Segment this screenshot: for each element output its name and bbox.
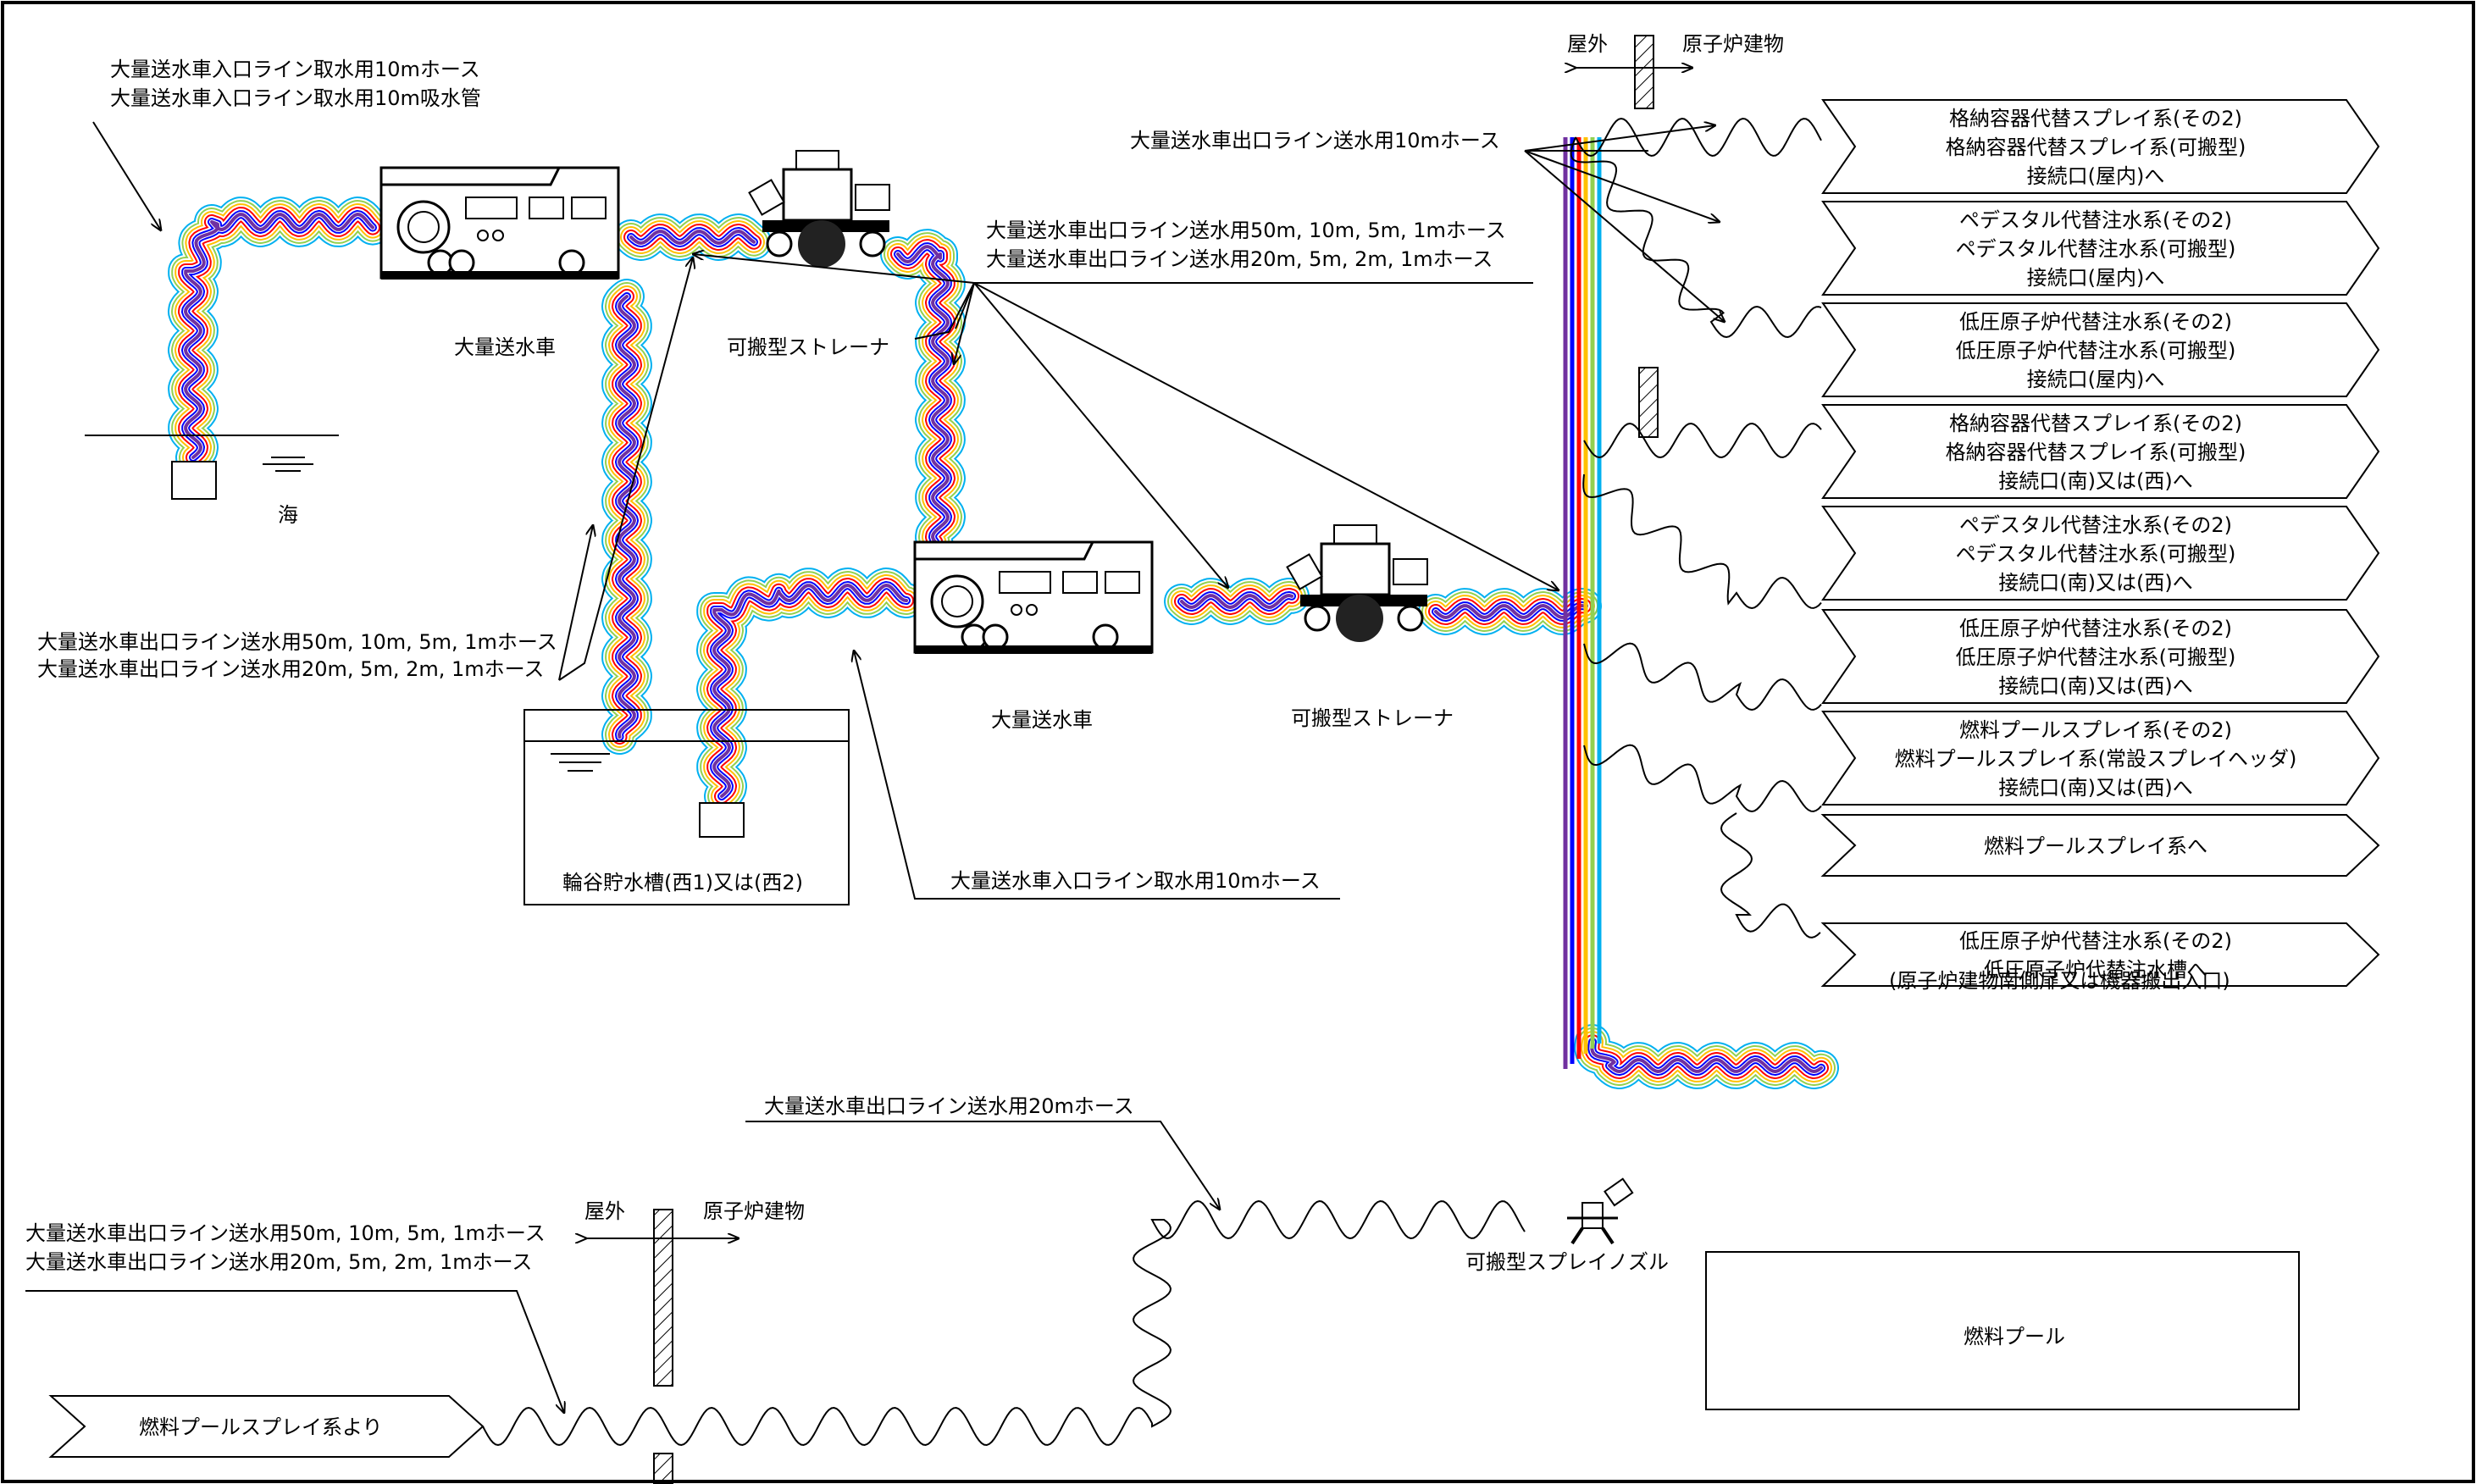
hose-header-to-tank-dest bbox=[1574, 1024, 1839, 1089]
label-outlet-10m: 大量送水車出口ライン送水用10mホース bbox=[1130, 129, 1500, 152]
label-truck-1: 大量送水車 bbox=[454, 335, 556, 359]
destination-4: 格納容器代替スプレイ系(その2) 格納容器代替スプレイ系(可搬型) 接続口(南)又は… bbox=[1821, 404, 2380, 499]
hose-tank-to-truck2 bbox=[696, 568, 924, 814]
label-fuel-pool: 燃料プール bbox=[1964, 1325, 2065, 1348]
destination-line: 接続口(屋内)へ bbox=[2027, 368, 2165, 391]
hose-sea-to-truck1 bbox=[168, 197, 391, 475]
label-outlet-left-2: 大量送水車出口ライン送水用20m, 5m, 2m, 1mホース bbox=[37, 657, 544, 681]
label-outlet-20m: 大量送水車出口ライン送水用20mホース bbox=[764, 1094, 1134, 1118]
destination-line: 接続口(南)又は(西)へ bbox=[1998, 571, 2192, 595]
source-arrow-box bbox=[48, 1395, 485, 1458]
label-outlet-mid-2: 大量送水車出口ライン送水用20m, 5m, 2m, 1mホース bbox=[986, 247, 1493, 271]
label-outdoor-top: 屋外 bbox=[1567, 32, 1608, 56]
sea-intake-box bbox=[171, 461, 217, 500]
wavy-to-dest-4 bbox=[1583, 422, 1822, 459]
labels: 大量送水車入口ライン取水用10mホース 大量送水車入口ライン取水用10m吸水管 … bbox=[25, 32, 2230, 1439]
hose-strainer1-to-truck2 bbox=[880, 229, 966, 560]
destination-line: 燃料プールスプレイ系へ bbox=[1984, 834, 2207, 858]
boundary-bottom bbox=[586, 1209, 739, 1484]
destination-line: ペデスタル代替注水系(可搬型) bbox=[1956, 542, 2236, 566]
destination-line: 格納容器代替スプレイ系(その2) bbox=[1949, 412, 2242, 435]
label-truck-2: 大量送水車 bbox=[991, 708, 1093, 732]
label-intake-tank: 大量送水車入口ライン取水用10mホース bbox=[950, 869, 1321, 893]
wavy-fuel-pool-line bbox=[482, 1199, 1526, 1447]
destination-line: 接続口(屋内)へ bbox=[2027, 164, 2165, 188]
destination-line: 燃料プールスプレイ系(常設スプレイヘッダ) bbox=[1895, 747, 2297, 771]
label-reactor-bldg-top: 原子炉建物 bbox=[1682, 32, 1784, 56]
sea-surface bbox=[85, 435, 339, 500]
destination-line: 接続口(南)又は(西)へ bbox=[1998, 674, 2192, 698]
label-intake-sea-2: 大量送水車入口ライン取水用10m吸水管 bbox=[110, 86, 481, 110]
label-tank: 輪谷貯水槽(西1)又は(西2) bbox=[562, 871, 803, 894]
destination-3: 低圧原子炉代替注水系(その2) 低圧原子炉代替注水系(可搬型) 接続口(屋内)へ bbox=[1821, 302, 2380, 397]
destination-line: 低圧原子炉代替注水系(可搬型) bbox=[1956, 645, 2236, 669]
fuel-pool-box bbox=[1705, 1251, 2300, 1410]
header-manifold bbox=[1563, 137, 1602, 1069]
destination-1: 格納容器代替スプレイ系(その2) 格納容器代替スプレイ系(可搬型) 接続口(屋内)へ bbox=[1821, 99, 2380, 194]
hose-truck1-to-tank bbox=[601, 279, 652, 755]
destination-line: 格納容器代替スプレイ系(可搬型) bbox=[1946, 136, 2246, 159]
destination-9: 低圧原子炉代替注水系(その2) 低圧原子炉代替注水槽へ bbox=[1820, 922, 2380, 987]
label-door-note: (原子炉建物南側扉又は機器搬出入口) bbox=[1889, 969, 2230, 993]
label-sea: 海 bbox=[278, 503, 298, 527]
destination-line: 格納容器代替スプレイ系(その2) bbox=[1949, 107, 2242, 130]
hose-truck2-to-strainer2 bbox=[1164, 578, 1310, 625]
destination-line: 低圧原子炉代替注水系(可搬型) bbox=[1956, 339, 2236, 363]
wavy-to-dest-1 bbox=[1575, 117, 1822, 158]
destination-8: 燃料プールスプレイ系へ bbox=[1820, 814, 2380, 877]
destination-line: 接続口(南)又は(西)へ bbox=[1998, 776, 2192, 800]
label-outlet-bottom-2: 大量送水車出口ライン送水用20m, 5m, 2m, 1mホース bbox=[25, 1250, 532, 1274]
destination-line: 低圧原子炉代替注水系(その2) bbox=[1959, 929, 2232, 953]
label-outlet-bottom-1: 大量送水車出口ライン送水用50m, 10m, 5m, 1mホース bbox=[25, 1221, 546, 1245]
label-outlet-mid-1: 大量送水車出口ライン送水用50m, 10m, 5m, 1mホース bbox=[986, 219, 1506, 242]
destination-line: 格納容器代替スプレイ系(可搬型) bbox=[1946, 440, 2246, 464]
wavy-hoses bbox=[482, 117, 1822, 1447]
wavy-to-dest-7 bbox=[1583, 744, 1822, 813]
boundary-top bbox=[1576, 35, 1692, 438]
destination-line: 低圧原子炉代替注水槽へ bbox=[1984, 958, 2207, 982]
destination-2: ペデスタル代替注水系(その2) ペデスタル代替注水系(可搬型) 接続口(屋内)へ bbox=[1821, 201, 2380, 296]
destination-5: ペデスタル代替注水系(その2) ペデスタル代替注水系(可搬型) 接続口(南)又は(西… bbox=[1821, 506, 2380, 601]
strainer-2 bbox=[1286, 524, 1428, 642]
destination-line: 低圧原子炉代替注水系(その2) bbox=[1959, 310, 2232, 334]
destination-6: 低圧原子炉代替注水系(その2) 低圧原子炉代替注水系(可搬型) 接続口(南)又は(西… bbox=[1821, 609, 2380, 704]
label-intake-sea-1: 大量送水車入口ライン取水用10mホース bbox=[110, 58, 480, 81]
wavy-to-dest-6 bbox=[1583, 642, 1822, 712]
equipment bbox=[379, 150, 1428, 654]
strainer-1 bbox=[748, 150, 890, 268]
label-from-fuel-pool-spray: 燃料プールスプレイ系より bbox=[139, 1415, 383, 1439]
pump-truck-1 bbox=[379, 166, 620, 280]
wavy-to-dest-8 bbox=[1720, 812, 1821, 939]
label-outlet-left-1: 大量送水車出口ライン送水用50m, 10m, 5m, 1mホース bbox=[37, 630, 557, 654]
label-nozzle: 可搬型スプレイノズル bbox=[1465, 1250, 1669, 1274]
water-tank bbox=[523, 709, 850, 905]
hose-truck1-to-strainer1 bbox=[613, 213, 772, 261]
destination-line: 燃料プールスプレイ系(その2) bbox=[1959, 718, 2232, 742]
spray-nozzle-icon bbox=[1567, 1177, 1634, 1245]
label-strainer-1: 可搬型ストレーナ bbox=[727, 335, 889, 359]
leader-lines bbox=[25, 122, 1725, 1413]
destination-list: 格納容器代替スプレイ系(その2) 格納容器代替スプレイ系(可搬型) 接続口(屋内)へ… bbox=[1820, 99, 2380, 987]
destination-7: 燃料プールスプレイ系(その2) 燃料プールスプレイ系(常設スプレイヘッダ) 接続口(… bbox=[1821, 711, 2380, 806]
destination-line: 接続口(屋内)へ bbox=[2027, 266, 2165, 290]
destination-line: ペデスタル代替注水系(その2) bbox=[1959, 208, 2232, 232]
destination-line: ペデスタル代替注水系(その2) bbox=[1959, 513, 2232, 537]
destination-line: ペデスタル代替注水系(可搬型) bbox=[1956, 237, 2236, 261]
label-reactor-bldg-bottom: 原子炉建物 bbox=[703, 1199, 805, 1223]
wavy-to-dest-5 bbox=[1582, 473, 1822, 610]
tank-intake-box bbox=[699, 802, 745, 838]
hose-bands bbox=[168, 137, 1839, 1089]
hose-strainer2-to-header bbox=[1418, 588, 1602, 635]
pump-truck-2 bbox=[913, 540, 1154, 654]
label-outdoor-bottom: 屋外 bbox=[584, 1199, 625, 1223]
label-strainer-2: 可搬型ストレーナ bbox=[1291, 706, 1454, 730]
wavy-to-dest-3 bbox=[1570, 136, 1822, 339]
destination-line: 低圧原子炉代替注水系(その2) bbox=[1959, 617, 2232, 640]
destination-line: 接続口(南)又は(西)へ bbox=[1998, 469, 2192, 493]
